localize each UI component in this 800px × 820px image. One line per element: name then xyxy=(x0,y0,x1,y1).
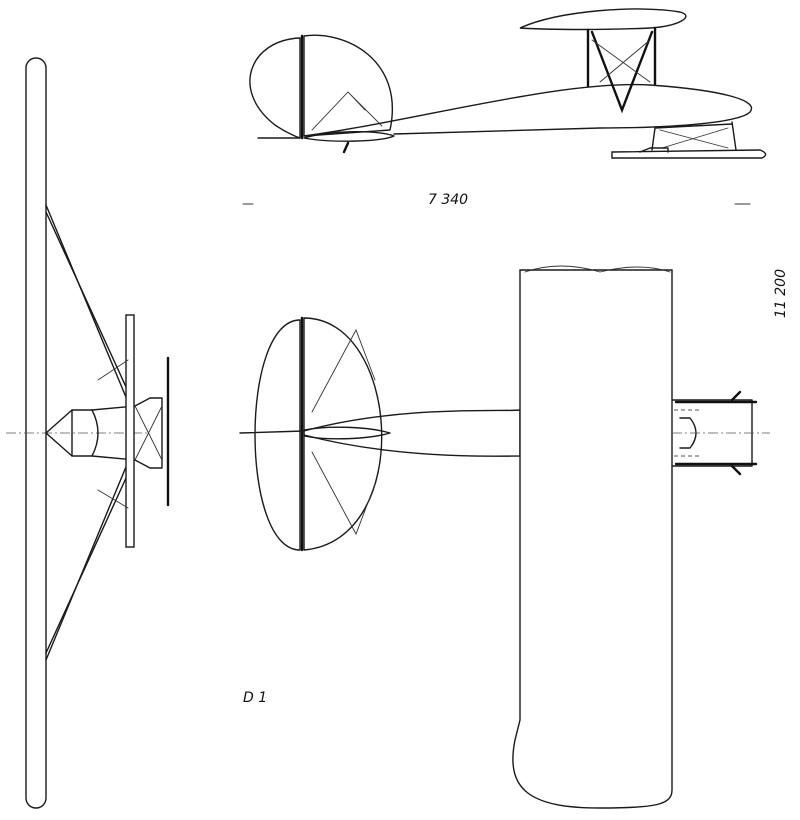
side-view-undercarriage xyxy=(651,121,737,151)
side-view-undercarriage-bracing xyxy=(659,127,729,149)
side-view-tail-bracing xyxy=(311,91,383,131)
top-view-wing-break-line xyxy=(524,265,671,273)
side-view-tailskid xyxy=(342,141,350,154)
top-view-undercarriage xyxy=(674,390,758,476)
top-view-tail-bracing xyxy=(311,328,376,536)
top-view-stabilizer xyxy=(303,317,383,551)
side-view-fuselage xyxy=(303,83,753,137)
front-view-lower-wing xyxy=(125,314,135,548)
side-view-fin xyxy=(303,34,393,137)
side-view-tailplane xyxy=(303,131,395,142)
front-view-bracing-wire xyxy=(45,204,129,403)
side-view-ski-front xyxy=(639,147,669,153)
front-view-fuselage xyxy=(91,397,163,469)
top-view: D 1 11 200 xyxy=(239,265,789,809)
top-view-tail-fairing xyxy=(303,426,391,440)
side-view-skis xyxy=(611,149,767,159)
top-view-elevator xyxy=(254,319,301,551)
front-view-bracing-wire xyxy=(45,464,133,654)
span-dimension-label: 11 200 xyxy=(773,269,789,318)
length-dimension-label: 7 340 xyxy=(428,192,468,208)
top-view-fuselage xyxy=(239,409,521,457)
side-view-wire-bracing xyxy=(591,39,651,83)
side-view: 7 340 xyxy=(242,8,767,208)
side-view-upper-wing xyxy=(519,8,687,31)
side-view-cabane-struts xyxy=(586,26,657,88)
front-view-spinner xyxy=(45,409,73,457)
front-view-bracing-wire xyxy=(45,461,129,661)
front-view-cabane-struts xyxy=(134,405,163,461)
side-view-rudder xyxy=(249,37,301,139)
top-view-wing xyxy=(512,269,673,809)
side-view-v-strut xyxy=(590,30,654,114)
front-view-struts xyxy=(97,359,129,509)
front-view-bracing-wire xyxy=(45,211,133,401)
designation-label: D 1 xyxy=(243,690,267,706)
front-view xyxy=(6,57,170,809)
